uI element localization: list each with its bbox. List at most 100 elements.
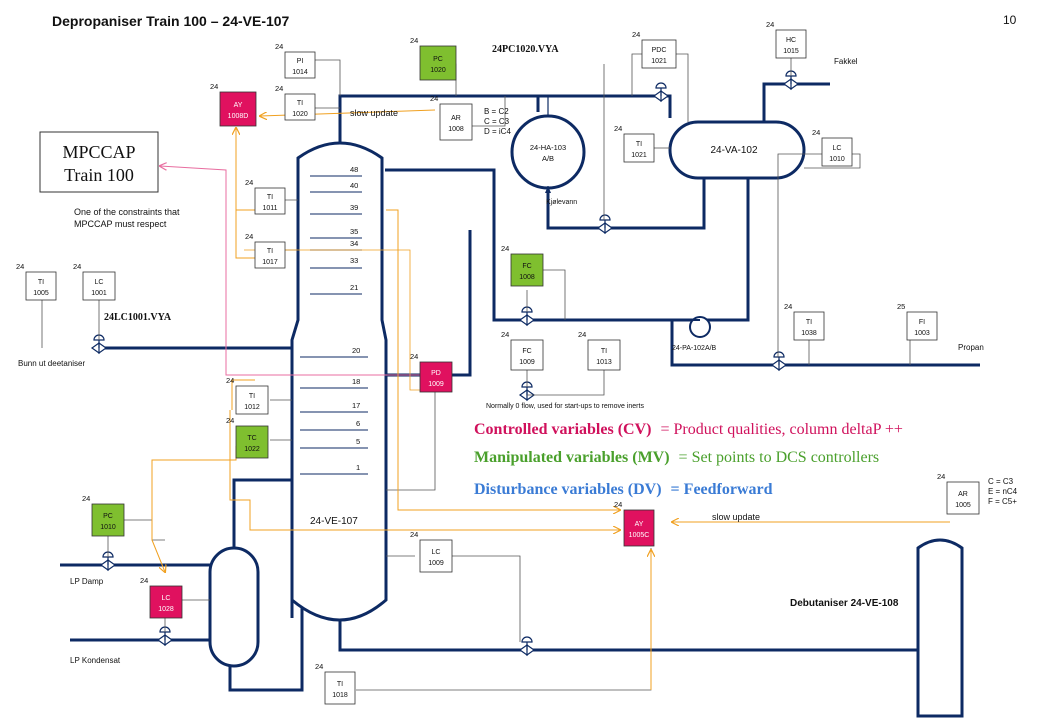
instrument-area-number: 24	[812, 128, 820, 137]
instrument-number: 1005	[955, 502, 971, 509]
tray-label: 34	[350, 239, 358, 248]
tray-labels: 48 40 39 35 34 33 21 20 18 17 6 5 1	[350, 165, 360, 472]
condenser-24-ha-103	[510, 97, 586, 206]
tray-label: 20	[352, 346, 360, 355]
instrument-area-number: 24	[315, 662, 323, 671]
mpccap-note-2: MPCCAP must respect	[74, 219, 167, 229]
column-24-ve-107	[290, 141, 388, 622]
tray-label: 18	[352, 377, 360, 386]
instrument-function: PC	[433, 56, 443, 63]
page-number: 10	[1003, 13, 1017, 27]
instrument-function: PC	[103, 513, 113, 520]
instrument-box	[793, 311, 825, 341]
condenser-label: 24-HA-103	[530, 143, 566, 152]
instrument-box	[439, 103, 473, 141]
legend-dv-term: Disturbance variables (DV)	[474, 481, 662, 498]
instrument-number: 1015	[783, 48, 799, 55]
variable-legend: Controlled variables (CV) = Product qual…	[474, 421, 903, 498]
stream-propane: Propan	[958, 343, 984, 352]
instrument-box	[25, 271, 57, 301]
instrument-function: LC	[95, 279, 104, 286]
instrument-area-number: 24	[226, 416, 234, 425]
stream-lp-condensate: LP Kondensat	[70, 656, 121, 665]
instrument-number: 1009	[428, 560, 444, 567]
valve-lc1010	[770, 351, 788, 372]
instrument-box	[149, 585, 183, 619]
instrument-area-number: 24	[210, 82, 218, 91]
control-valves	[90, 70, 800, 657]
tray-label: 21	[350, 283, 358, 292]
instrument-box	[235, 425, 269, 459]
instrument-box	[906, 311, 938, 341]
instrument-number: 1009	[519, 359, 535, 366]
instrument-box	[254, 241, 286, 269]
instrument-function: TI	[267, 194, 273, 201]
instrument-function: TI	[601, 348, 607, 355]
tray-label: 39	[350, 203, 358, 212]
legend-mv-def: = Set points to DCS controllers	[679, 449, 880, 466]
instrument-number: 1012	[244, 404, 260, 411]
instrument-area-number: 24	[501, 330, 509, 339]
valve-lc1028	[156, 626, 174, 647]
reboiler-return	[228, 560, 304, 692]
slow-update-label-bottom: slow update	[712, 512, 760, 522]
instrument-area-number: 24	[410, 36, 418, 45]
tray-label: 5	[356, 437, 360, 446]
instrument-function: FI	[919, 319, 925, 326]
stream-bottom-feed: Bunn ut deetaniser	[18, 359, 85, 368]
instrument-box	[775, 29, 807, 59]
instrument-area-number: 24	[245, 178, 253, 187]
instrument-number: 1009	[428, 381, 444, 388]
tray-label: 40	[350, 181, 358, 190]
instrument-box	[587, 339, 621, 371]
bottoms-line	[338, 615, 940, 652]
instrument-area-number: 24	[937, 472, 945, 481]
instrument-box	[419, 361, 453, 393]
mpccap-box[interactable]: MPCCAP Train 100	[39, 131, 159, 193]
instrument-function: PD	[431, 370, 441, 377]
instrument-number: 1003	[914, 330, 930, 337]
instrument-box	[419, 45, 457, 81]
legend-dv-def: = Feedforward	[671, 481, 773, 498]
instrument-area-number: 24	[226, 376, 234, 385]
ar1008-component: B = C2	[484, 107, 509, 116]
legend-cv-def: = Product qualities, column deltaP ++	[660, 421, 902, 438]
lc1001-vya-label: 24LC1001.VYA	[104, 312, 172, 323]
ar1005-component: F = C5+	[988, 497, 1017, 506]
instrument-number: 1005	[33, 290, 49, 297]
instrument-area-number: 24	[140, 576, 148, 585]
mpccap-title: MPCCAP	[62, 142, 135, 162]
stream-flare: Fakkel	[834, 57, 858, 66]
instrument-function: TI	[636, 141, 642, 148]
instrument-area-number: 24	[578, 330, 586, 339]
ar1005-component: C = C3	[988, 477, 1014, 486]
valve-lc1009	[518, 636, 536, 657]
